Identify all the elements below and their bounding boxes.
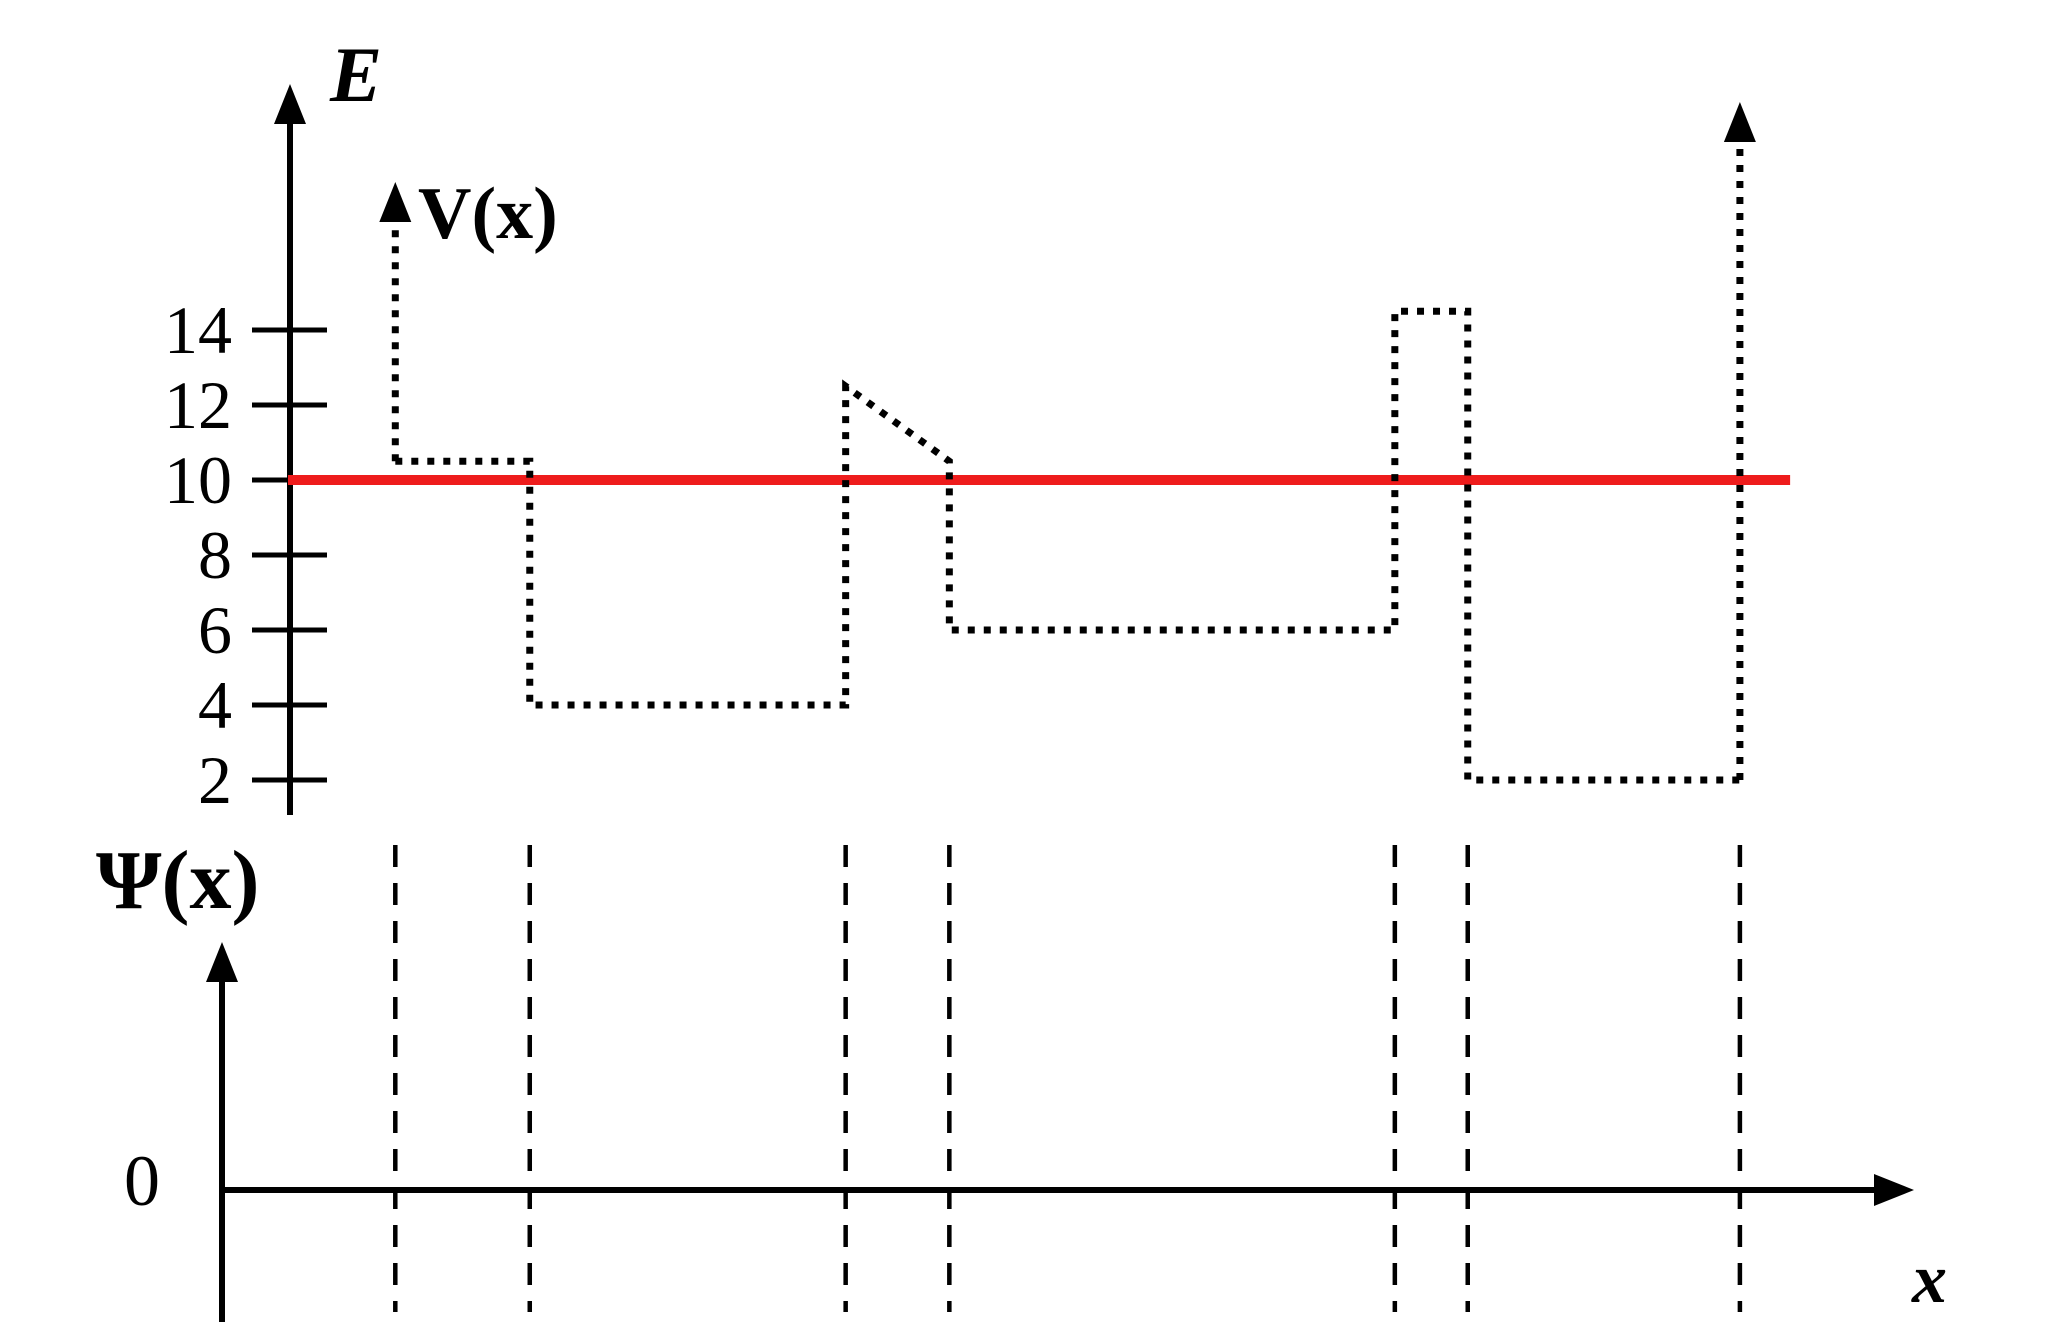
psi-axis-label: Ψ(x) bbox=[96, 834, 260, 927]
tick-label: 12 bbox=[164, 367, 232, 443]
potential-right-wall-arrow bbox=[1723, 102, 1756, 142]
potential-label: V(x) bbox=[418, 173, 558, 255]
x-axis-label: x bbox=[1912, 1241, 1947, 1318]
x-axis-arrow bbox=[1874, 1174, 1914, 1206]
e-axis-arrow bbox=[274, 84, 306, 124]
origin-label: 0 bbox=[124, 1141, 160, 1221]
tick-label: 4 bbox=[198, 667, 232, 743]
tick-label: 2 bbox=[198, 742, 232, 818]
tick-label: 8 bbox=[198, 517, 232, 593]
psi-axis-arrow bbox=[206, 942, 238, 982]
tick-label: 10 bbox=[164, 442, 232, 518]
e-axis-label: E bbox=[330, 31, 383, 118]
tick-label: 6 bbox=[198, 592, 232, 668]
tick-label: 14 bbox=[164, 292, 232, 368]
potential-curve bbox=[395, 307, 1740, 784]
potential-left-wall-arrow bbox=[379, 182, 412, 222]
